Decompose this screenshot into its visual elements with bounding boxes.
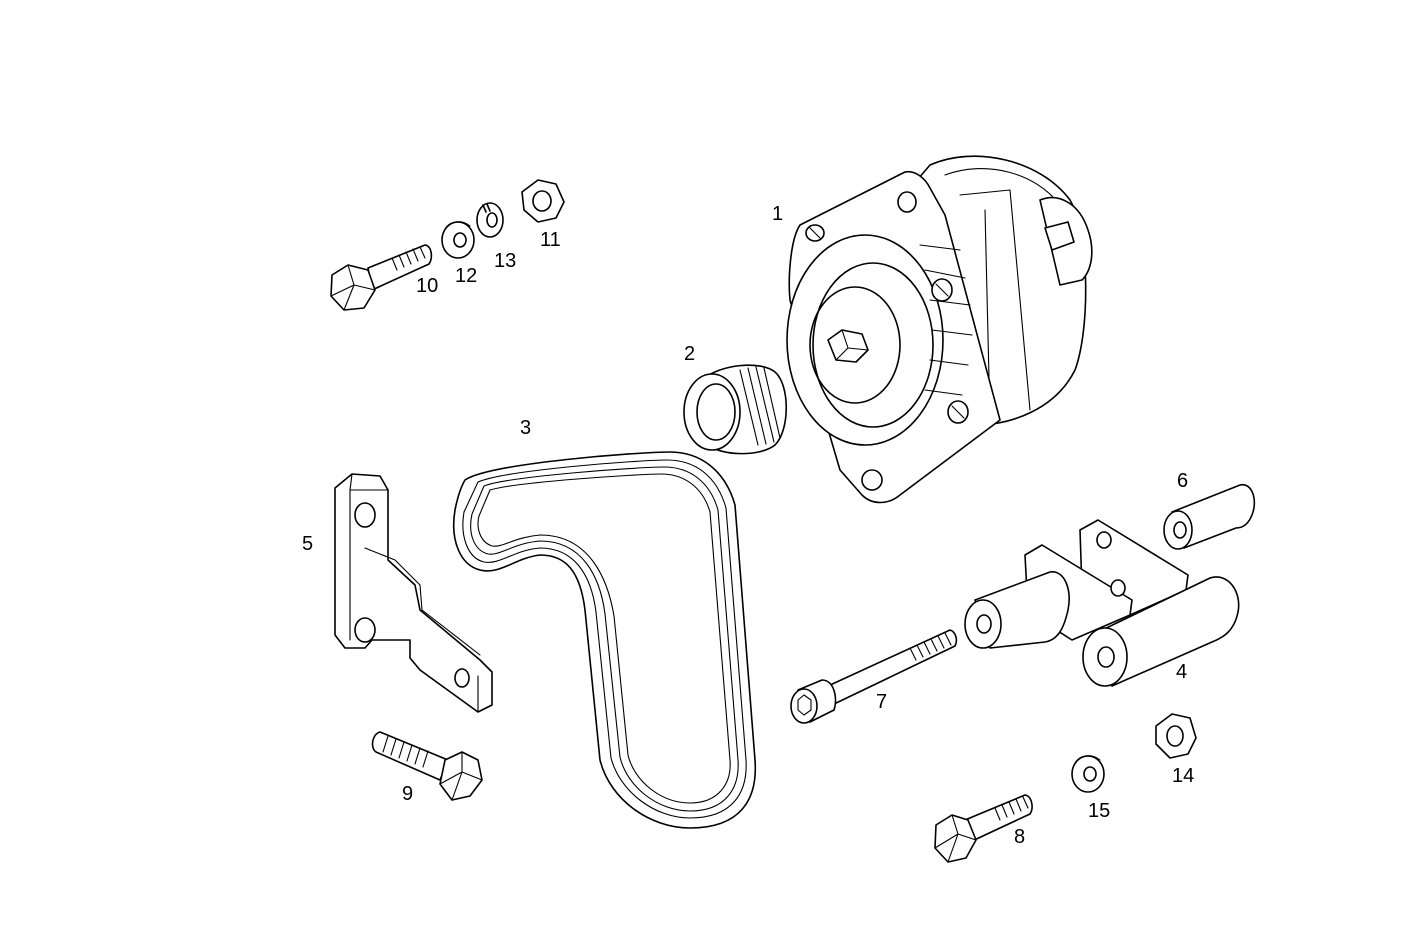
plate-icon bbox=[334, 473, 493, 713]
nut-icon bbox=[1155, 713, 1197, 759]
washer-icon bbox=[1071, 755, 1105, 793]
bushing-icon bbox=[1163, 484, 1256, 550]
bracket-icon bbox=[964, 519, 1240, 687]
alternator-icon bbox=[786, 155, 1093, 504]
part-label-15: 15 bbox=[1088, 800, 1110, 822]
part-label-11: 11 bbox=[540, 229, 561, 251]
part-label-14: 14 bbox=[1172, 765, 1194, 787]
part-label-6: 6 bbox=[1177, 470, 1188, 492]
part-label-13: 13 bbox=[494, 250, 516, 272]
bolt-icon bbox=[330, 244, 433, 311]
spring-washer-icon bbox=[476, 202, 504, 238]
part-label-7: 7 bbox=[876, 691, 887, 713]
belt-icon bbox=[453, 451, 757, 829]
bolt-icon bbox=[371, 731, 483, 801]
part-label-12: 12 bbox=[455, 265, 477, 287]
part-label-5: 5 bbox=[302, 533, 313, 555]
part-label-2: 2 bbox=[684, 343, 695, 365]
nut-icon bbox=[521, 179, 565, 223]
part-label-10: 10 bbox=[416, 275, 438, 297]
bolt-icon bbox=[934, 794, 1033, 863]
part-label-3: 3 bbox=[520, 417, 531, 439]
socket-screw-icon bbox=[790, 629, 958, 724]
pulley-icon bbox=[683, 364, 788, 455]
part-label-8: 8 bbox=[1014, 826, 1025, 848]
washer-icon bbox=[441, 221, 475, 259]
part-label-9: 9 bbox=[402, 783, 413, 805]
part-label-1: 1 bbox=[772, 203, 783, 225]
part-label-4: 4 bbox=[1176, 661, 1187, 683]
